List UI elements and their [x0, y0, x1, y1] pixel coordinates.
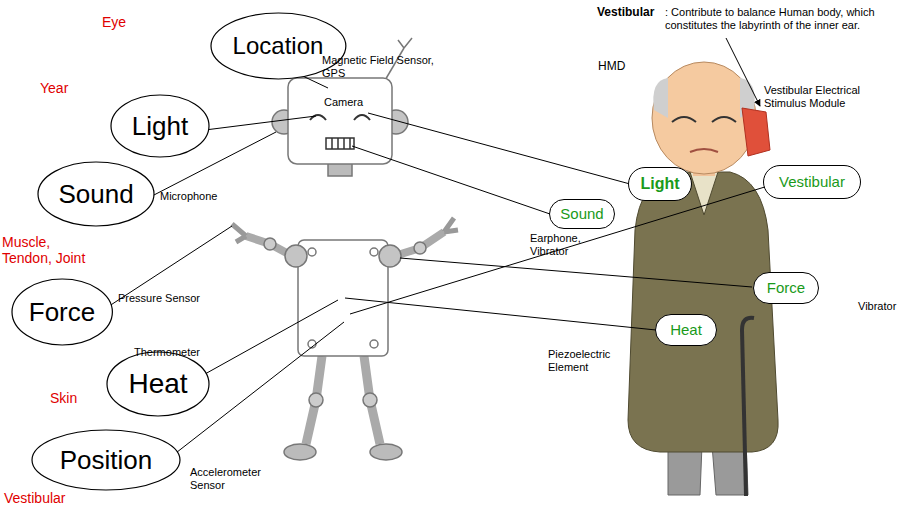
sense-ellipse: Sound [37, 161, 155, 227]
feedback-pill: Sound [549, 199, 615, 229]
robot-eye [310, 115, 326, 120]
organ-label: Muscle, Tendon, Joint [2, 234, 94, 266]
sense-name: Sound [58, 180, 133, 209]
robot-head [288, 78, 392, 164]
feedback-name: Vestibular [779, 174, 845, 191]
antenna-tip [398, 38, 412, 48]
ellipse-shape [111, 95, 209, 157]
leader-lines [100, 38, 768, 456]
device-label: Vibrator [858, 300, 896, 313]
sense-name: Heat [128, 369, 187, 400]
sense-ellipse: Position [31, 429, 181, 491]
mouth-grille [332, 138, 350, 149]
leader-line [100, 226, 232, 312]
feedback-pill: Heat [655, 314, 717, 346]
link-line [400, 258, 752, 287]
knee [309, 393, 323, 407]
sense-name: Location [233, 33, 324, 59]
robot-leg [306, 356, 322, 444]
ellipse-shape [38, 162, 154, 226]
elbow [264, 238, 276, 250]
robot-hand [444, 218, 458, 232]
feedback-name: Force [767, 280, 805, 297]
feedback-pill: Light [628, 167, 692, 201]
sense-name: Position [60, 446, 153, 475]
sense-ellipse: Heat [106, 351, 210, 417]
ellipse-shape [32, 430, 180, 490]
cane [742, 330, 746, 496]
sensor-label: Accelerometer Sensor [190, 466, 280, 491]
knee [363, 393, 377, 407]
robot-foot [284, 444, 316, 460]
pointer-arrow [726, 38, 760, 106]
device-label: Piezoelectric Element [548, 348, 628, 373]
sensor-label: Thermometer [134, 346, 200, 359]
robot-foot [370, 444, 402, 460]
sensor-label: Microphone [160, 190, 217, 203]
sense-name: Force [29, 298, 95, 327]
link-line [352, 146, 550, 214]
link-line [368, 113, 630, 184]
mouth [690, 149, 718, 152]
robot-leg [364, 356, 380, 444]
robot-mouth [326, 138, 354, 149]
leader-line [205, 116, 316, 130]
device-label: HMD [598, 60, 625, 74]
robot [232, 38, 458, 460]
jacket [628, 172, 778, 452]
link-line [345, 298, 656, 330]
hair [653, 78, 668, 118]
feedback-pill: Force [753, 272, 819, 304]
sensor-label: Magnetic Field Sensor, GPS [322, 54, 444, 79]
organ-label: Skin [50, 390, 77, 406]
ellipse-shape [107, 352, 209, 416]
leader-line [205, 300, 338, 374]
sensor-label: Pressure Sensor [118, 292, 200, 305]
ellipse-shape [12, 279, 112, 345]
sensor-label: Camera [324, 96, 363, 109]
sense-ellipse: Light [110, 94, 210, 158]
eye-line [672, 117, 696, 122]
rivet [308, 248, 316, 256]
robot-eye [354, 115, 370, 120]
sense-name: Light [132, 112, 188, 141]
definition-note: : Contribute to balance Human body, whic… [665, 6, 901, 31]
link-line [350, 186, 768, 314]
device-label: Earphone, Vibrator [530, 232, 602, 257]
robot-hand [232, 224, 246, 242]
feedback-pill: Vestibular [763, 165, 861, 199]
elbow [414, 242, 426, 254]
organ-label: Year [40, 80, 68, 96]
head [652, 62, 756, 174]
organ-label: Vestibular [4, 490, 65, 506]
sense-ellipse: Force [11, 278, 113, 346]
shoulder [379, 245, 401, 267]
device-label: Vestibular Electrical Stimulus Module [764, 84, 894, 109]
rivet [370, 248, 378, 256]
feedback-name: Heat [670, 322, 702, 339]
feedback-name: Sound [560, 206, 603, 223]
shoulder [285, 245, 307, 267]
stimulus-module [742, 108, 770, 156]
organ-label: Eye [102, 14, 126, 30]
term-label: Vestibular [597, 6, 654, 20]
rivet [370, 340, 378, 348]
eye-line [712, 117, 736, 122]
feedback-name: Light [640, 175, 679, 193]
robot-body [298, 240, 388, 356]
cane-handle [742, 318, 754, 330]
